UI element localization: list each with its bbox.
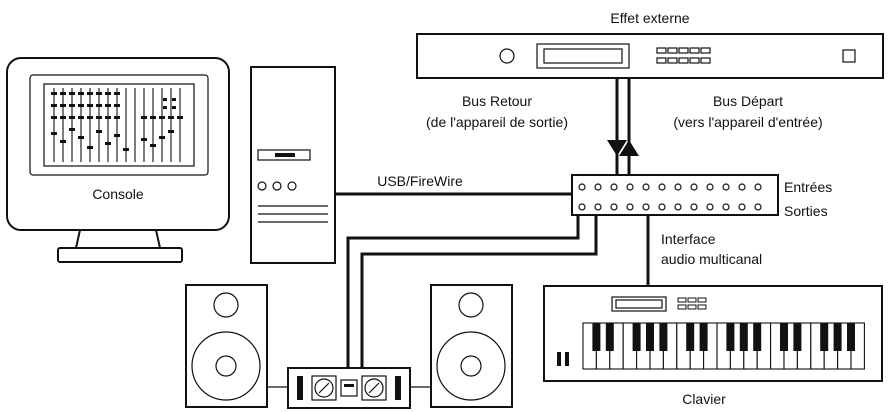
black-key bbox=[739, 323, 748, 351]
black-key bbox=[592, 323, 601, 351]
audio-interface bbox=[571, 174, 779, 216]
black-key bbox=[699, 323, 708, 351]
keyboard-synth bbox=[543, 285, 883, 382]
power-switch-icon bbox=[842, 49, 856, 63]
knob-icon bbox=[499, 48, 515, 64]
signal-arrows bbox=[607, 140, 639, 156]
interface-sublabel: audio multicanal bbox=[661, 251, 762, 267]
bus-send-sublabel: (vers l'appareil d'entrée) bbox=[673, 114, 822, 130]
interface-label: Interface bbox=[661, 231, 716, 247]
arrow-down-icon bbox=[607, 140, 627, 156]
usb-firewire-label: USB/FireWire bbox=[377, 173, 463, 189]
input-jacks bbox=[578, 183, 762, 191]
external-effect-unit bbox=[416, 33, 884, 79]
amplifier bbox=[287, 367, 411, 409]
speaker-left bbox=[185, 284, 268, 408]
speaker-cable-left bbox=[346, 210, 580, 368]
speaker-right bbox=[430, 284, 513, 408]
black-key bbox=[820, 323, 829, 351]
effect-buttons bbox=[656, 47, 711, 64]
black-key bbox=[646, 323, 654, 351]
outputs-label: Sorties bbox=[784, 203, 828, 219]
black-key bbox=[753, 323, 762, 351]
black-key bbox=[833, 323, 842, 351]
black-key bbox=[847, 323, 855, 351]
black-key bbox=[686, 323, 695, 351]
volume-knob-icon bbox=[364, 378, 384, 398]
inputs-label: Entrées bbox=[784, 179, 832, 195]
output-jacks bbox=[578, 203, 762, 211]
bus-return-sublabel: (de l'appareil de sortie) bbox=[426, 114, 568, 130]
keyboard-label: Clavier bbox=[682, 391, 726, 407]
bus-send-label: Bus Départ bbox=[713, 93, 783, 109]
speaker-cable-right bbox=[360, 210, 598, 368]
mixer-screen bbox=[43, 83, 195, 167]
computer-tower bbox=[250, 66, 336, 264]
bus-return-label: Bus Retour bbox=[462, 93, 532, 109]
black-key bbox=[605, 323, 614, 351]
black-key bbox=[793, 323, 802, 351]
console-label: Console bbox=[92, 186, 144, 202]
black-key bbox=[632, 323, 641, 351]
external-effect-label: Effet externe bbox=[610, 10, 689, 26]
black-key bbox=[726, 323, 735, 351]
arrow-up-icon bbox=[619, 140, 639, 156]
black-key bbox=[659, 323, 668, 351]
computer-monitor: Console bbox=[6, 57, 230, 263]
effect-display bbox=[536, 43, 630, 69]
volume-knob-icon bbox=[314, 378, 334, 398]
piano-keys bbox=[582, 322, 865, 370]
black-key bbox=[780, 323, 788, 351]
